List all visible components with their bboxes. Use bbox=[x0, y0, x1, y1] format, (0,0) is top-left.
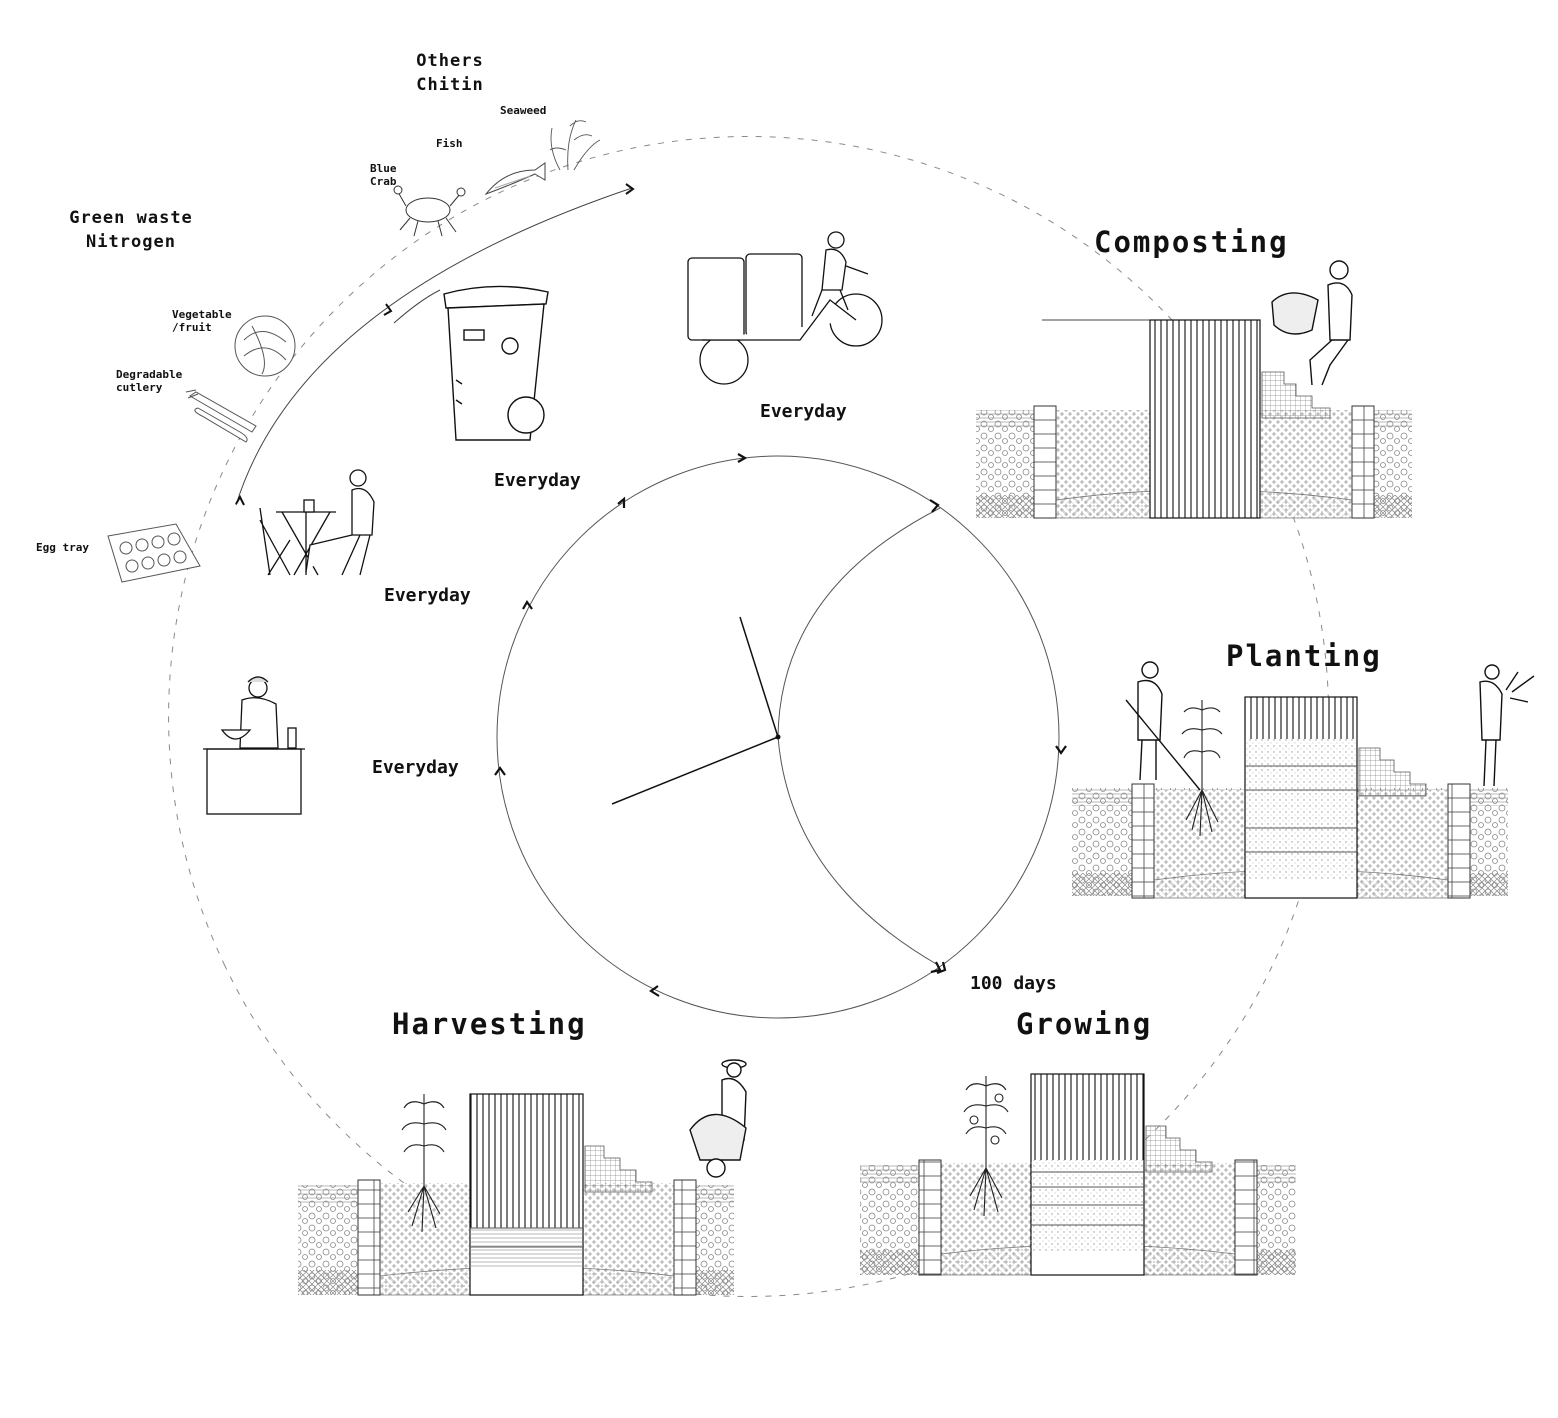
center-cycle-circle bbox=[496, 455, 1060, 1019]
planting-section-drawing bbox=[1072, 661, 1535, 899]
frequency-label-kitchen: Everyday bbox=[372, 757, 459, 778]
growing-section-drawing bbox=[860, 1073, 1296, 1276]
harvesting-section-drawing bbox=[298, 1059, 747, 1296]
inner-supply-arc bbox=[235, 187, 633, 506]
cycle-arrowheads bbox=[494, 453, 1067, 997]
item-label-blue-crab: Blue Crab bbox=[370, 162, 397, 188]
category-subtitle: Chitin bbox=[416, 74, 484, 95]
stage-title-planting: Planting bbox=[1226, 639, 1382, 673]
harvesting-worker-wheelbarrow bbox=[689, 1059, 747, 1178]
growing-tomato-plant-icon bbox=[963, 1076, 1009, 1217]
item-label-degradable-cutlery: Degradable cutlery bbox=[116, 368, 183, 394]
stage-title-composting: Composting bbox=[1094, 225, 1289, 259]
cargo-tricycle-icon bbox=[687, 231, 883, 385]
inner-curve bbox=[777, 507, 941, 966]
seaweed-icon bbox=[549, 119, 601, 171]
frequency-label-cafe: Everyday bbox=[384, 585, 471, 606]
chef-kitchen-icon bbox=[203, 676, 305, 815]
category-others-chitin: Others Chitin bbox=[400, 51, 500, 95]
composting-worker-figure bbox=[1271, 260, 1353, 386]
cafe-table-icon bbox=[259, 469, 375, 576]
composting-section-drawing bbox=[976, 260, 1412, 519]
harvesting-plant-icon bbox=[401, 1094, 447, 1233]
category-title: Others bbox=[416, 51, 484, 71]
fish-icon bbox=[484, 162, 546, 196]
duration-label-growing: 100 days bbox=[970, 973, 1057, 994]
cutlery-icon bbox=[185, 389, 257, 443]
item-label-fish: Fish bbox=[436, 137, 463, 150]
category-subtitle: Nitrogen bbox=[86, 231, 176, 252]
item-label-seaweed: Seaweed bbox=[500, 104, 547, 117]
stage-title-growing: Growing bbox=[1016, 1007, 1153, 1041]
clock-hand-short bbox=[739, 616, 779, 738]
item-label-egg-tray: Egg tray bbox=[36, 541, 89, 554]
category-title: Green waste bbox=[69, 208, 193, 228]
egg-tray-icon bbox=[107, 523, 201, 583]
frequency-label-bin: Everyday bbox=[494, 470, 581, 491]
planting-worker-with-rake bbox=[1125, 661, 1201, 791]
frequency-label-tricycle: Everyday bbox=[760, 401, 847, 422]
cabbage-icon bbox=[234, 315, 296, 377]
category-green-waste-nitrogen: Green waste Nitrogen bbox=[58, 208, 204, 252]
supply-arc-short bbox=[393, 289, 441, 324]
compost-bin-icon bbox=[443, 285, 549, 441]
planting-worker-with-plant bbox=[1479, 664, 1535, 787]
item-label-vegetable-fruit: Vegetable /fruit bbox=[172, 308, 232, 334]
planting-sapling-icon bbox=[1181, 700, 1223, 837]
stage-title-harvesting: Harvesting bbox=[392, 1007, 587, 1041]
clock-hand-long bbox=[611, 736, 779, 805]
crab-icon bbox=[393, 185, 466, 237]
